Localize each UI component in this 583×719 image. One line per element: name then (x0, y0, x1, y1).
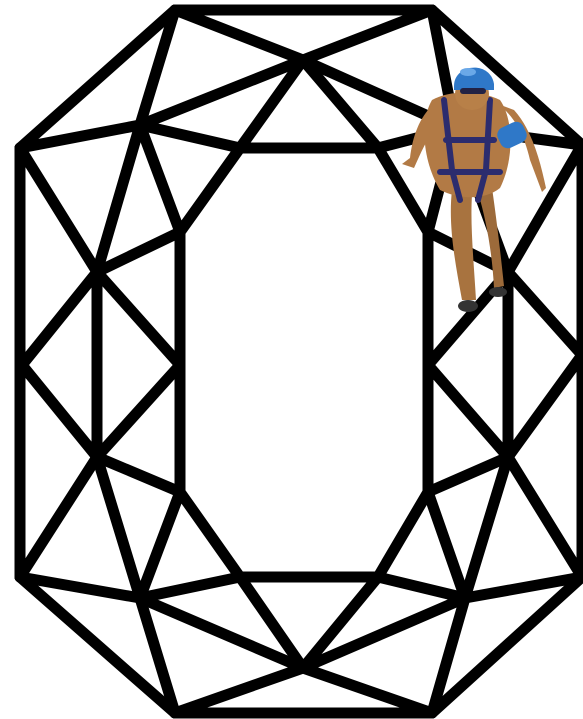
gem-edge (175, 10, 303, 60)
gem-edge (508, 457, 582, 577)
gem-edge (22, 365, 97, 457)
gem-edge (97, 365, 180, 457)
gem-edge (140, 492, 180, 598)
gem-edge (303, 668, 432, 713)
climber-goggles (460, 88, 486, 94)
climber-leg-left (451, 190, 476, 300)
climber-boot-left (458, 300, 478, 312)
gem-edge (508, 272, 582, 355)
gem-edge (378, 148, 428, 232)
gem-edge (428, 492, 465, 598)
climber-helmet-highlight (460, 68, 476, 76)
gem-edge (140, 577, 240, 598)
gem-edge (508, 355, 582, 457)
gem-edge (180, 148, 240, 232)
gem-edge (20, 457, 97, 577)
gem-edge (378, 492, 428, 577)
gem-edge (180, 492, 240, 577)
gem-edge (97, 272, 180, 365)
gem-edge (175, 668, 303, 713)
gem-edge (508, 145, 582, 272)
gem-edge (22, 272, 97, 365)
gem-edge (378, 577, 465, 598)
gem-edge (303, 10, 432, 60)
gem-edge (20, 148, 97, 272)
gem-edge (140, 125, 240, 148)
gem-edge (140, 125, 180, 232)
climber-boot-right (489, 287, 507, 297)
gem-edge (428, 365, 508, 457)
